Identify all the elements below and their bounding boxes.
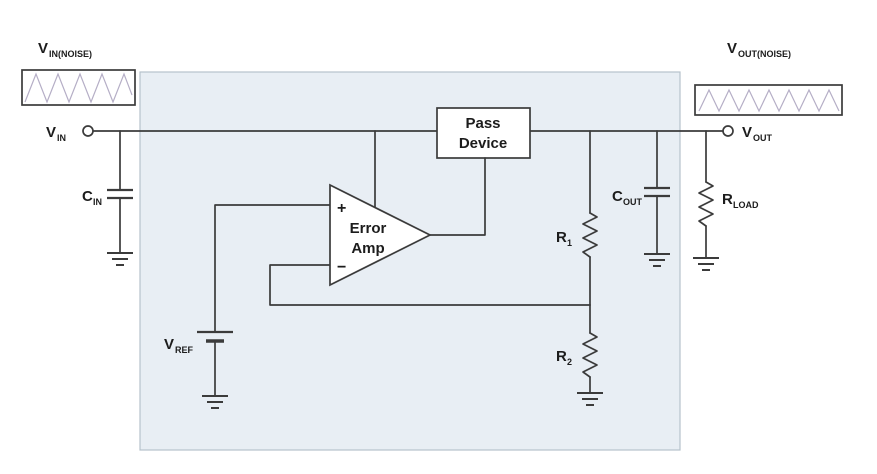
pass-device-label-line1: Pass (465, 115, 500, 132)
vin-noise-waveform (24, 72, 133, 104)
cin-ground-symbol (107, 252, 133, 266)
pass-device-box (436, 107, 531, 159)
vin-terminal (82, 125, 94, 137)
feedback-wire (269, 264, 591, 306)
r1-label: R (556, 229, 567, 246)
r1-label-sub: 1 (567, 238, 572, 248)
rload-ground-symbol (693, 257, 719, 271)
vref-ground-symbol (202, 395, 228, 409)
r2-label: R (556, 348, 567, 365)
vin-noise-label-sub: IN(NOISE) (49, 49, 92, 59)
error-amp-label-line2: Amp (351, 240, 384, 257)
error-amp-output-wire (429, 157, 486, 236)
cout-label-sub: OUT (623, 197, 643, 207)
error-amp-minus-sign: − (337, 259, 346, 276)
cin-label-sub: IN (93, 197, 102, 207)
vout-noise-label: V (727, 40, 737, 57)
vin-noise-box (21, 69, 136, 106)
vout-noise-waveform (698, 88, 840, 113)
vin-noise-label: V (38, 40, 48, 57)
vref-label-sub: REF (175, 345, 194, 355)
error-amp-label-line1: Error (350, 220, 387, 237)
cout-ground-symbol (644, 253, 670, 267)
vref-label: V (164, 336, 174, 353)
vin-label-sub: IN (57, 133, 66, 143)
r2-label-sub: 2 (567, 357, 572, 367)
error-amp-plus-input-wire (214, 204, 331, 333)
cout-label: C (612, 188, 623, 205)
r2-ground-symbol (577, 392, 603, 406)
rload-label-sub: LOAD (733, 200, 759, 210)
error-amp-plus-sign: + (337, 200, 346, 217)
r1-resistor (582, 212, 598, 258)
error-amp-triangle (329, 183, 432, 287)
rload-resistor (698, 181, 714, 227)
vout-noise-box (694, 84, 843, 116)
r2-resistor (582, 332, 598, 378)
pass-device-label-line2: Device (459, 135, 507, 152)
vin-label: V (46, 124, 56, 141)
vout-terminal (722, 125, 734, 137)
cin-label: C (82, 188, 93, 205)
vout-label: V (742, 124, 752, 141)
vout-label-sub: OUT (753, 133, 773, 143)
rload-label: R (722, 191, 733, 208)
vout-noise-label-sub: OUT(NOISE) (738, 49, 791, 59)
